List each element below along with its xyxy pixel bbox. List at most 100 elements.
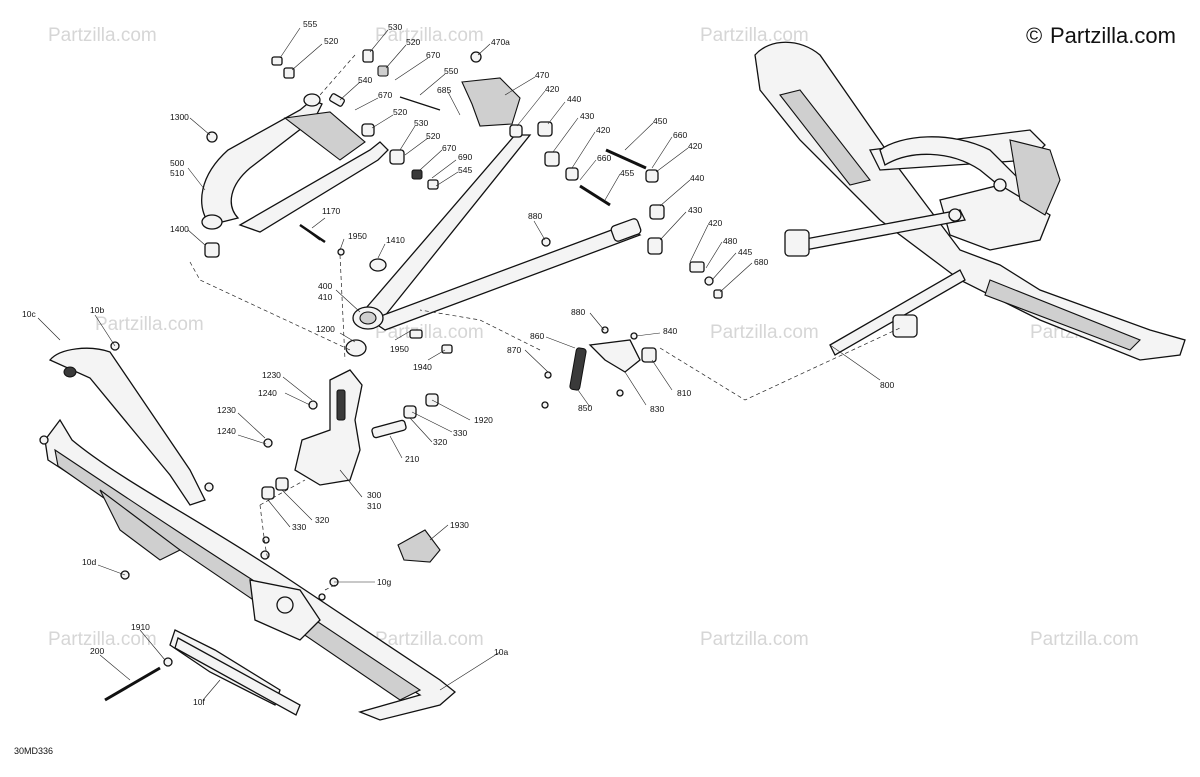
watermark-text: Partzilla.com xyxy=(95,314,204,335)
watermark-text: Partzilla.com xyxy=(375,322,484,343)
callout-210: 210 xyxy=(405,454,419,464)
callout-300: 300 xyxy=(367,490,381,500)
steering-arm xyxy=(541,326,657,409)
callout-430: 430 xyxy=(688,205,702,215)
callout-410: 410 xyxy=(318,292,332,302)
callout-1230: 1230 xyxy=(262,370,281,380)
watermark-text: Partzilla.com xyxy=(700,25,809,46)
callout-530: 530 xyxy=(388,22,402,32)
callout-455: 455 xyxy=(620,168,634,178)
callout-870: 870 xyxy=(507,345,521,355)
callout-800: 800 xyxy=(880,380,894,390)
callout-440: 440 xyxy=(690,173,704,183)
callout-320: 320 xyxy=(315,515,329,525)
callout-520: 520 xyxy=(393,107,407,117)
brand-logo: © Partzilla.com xyxy=(1026,23,1176,48)
callout-330: 330 xyxy=(453,428,467,438)
brand-name: Partzilla.com xyxy=(1050,23,1176,48)
callout-420: 420 xyxy=(545,84,559,94)
right-ski-assembly xyxy=(754,41,1186,361)
watermark-text: Partzilla.com xyxy=(375,629,484,650)
callout-1950: 1950 xyxy=(390,344,409,354)
watermark-text: Partzilla.com xyxy=(375,25,484,46)
callout-1950: 1950 xyxy=(348,231,367,241)
callout-670: 670 xyxy=(378,90,392,100)
callout-445: 445 xyxy=(738,247,752,257)
callout-520: 520 xyxy=(324,36,338,46)
callout-330: 330 xyxy=(292,522,306,532)
copyright-symbol: © xyxy=(1026,23,1042,48)
bracket-470 xyxy=(461,51,521,127)
diagram-reference-code: 30MD336 xyxy=(14,746,53,756)
callout-10a: 10a xyxy=(494,647,508,657)
hardware-parts xyxy=(204,49,723,357)
callout-880: 880 xyxy=(571,307,585,317)
callout-690: 690 xyxy=(458,152,472,162)
callout-480: 480 xyxy=(723,236,737,246)
upper-a-arm xyxy=(201,93,389,233)
callout-670: 670 xyxy=(442,143,456,153)
callout-labels: 555 520 530 520 670 550 540 670 520 530 … xyxy=(22,19,894,707)
callout-1940: 1940 xyxy=(413,362,432,372)
callout-555: 555 xyxy=(303,19,317,29)
spindle-300 xyxy=(261,369,439,500)
callout-520: 520 xyxy=(406,37,420,47)
callout-10c: 10c xyxy=(22,309,36,319)
callout-1910: 1910 xyxy=(131,622,150,632)
callout-530: 530 xyxy=(414,118,428,128)
callout-880: 880 xyxy=(528,211,542,221)
callout-810: 810 xyxy=(677,388,691,398)
callout-840: 840 xyxy=(663,326,677,336)
callout-450: 450 xyxy=(653,116,667,126)
callout-1930: 1930 xyxy=(450,520,469,530)
callout-540: 540 xyxy=(358,75,372,85)
callout-10d: 10d xyxy=(82,557,96,567)
callout-510: 510 xyxy=(170,168,184,178)
callout-1400: 1400 xyxy=(170,224,189,234)
callout-550: 550 xyxy=(444,66,458,76)
callout-520: 520 xyxy=(426,131,440,141)
callout-1230: 1230 xyxy=(217,405,236,415)
watermark-text: Partzilla.com xyxy=(48,629,157,650)
part-1930 xyxy=(397,529,441,563)
callout-685: 685 xyxy=(437,85,451,95)
callout-470a: 470a xyxy=(491,37,510,47)
watermark-text: Partzilla.com xyxy=(710,322,819,343)
callout-860: 860 xyxy=(530,331,544,341)
watermark-text: Partzilla.com xyxy=(1030,629,1139,650)
callout-400: 400 xyxy=(318,281,332,291)
callout-1200: 1200 xyxy=(316,324,335,334)
watermark-text: Partzilla.com xyxy=(700,629,809,650)
callout-430: 430 xyxy=(580,111,594,121)
callout-1410: 1410 xyxy=(386,235,405,245)
callout-1170: 1170 xyxy=(322,206,341,216)
callout-10g: 10g xyxy=(377,577,391,587)
callout-500: 500 xyxy=(170,158,184,168)
watermark-text: Partzilla.com xyxy=(48,25,157,46)
callout-420: 420 xyxy=(596,125,610,135)
callout-1240: 1240 xyxy=(258,388,277,398)
callout-850: 850 xyxy=(578,403,592,413)
callout-660: 660 xyxy=(597,153,611,163)
callout-545: 545 xyxy=(458,165,472,175)
callout-1920: 1920 xyxy=(474,415,493,425)
lower-a-arm xyxy=(352,134,642,331)
callout-10f: 10f xyxy=(193,697,205,707)
callout-1240: 1240 xyxy=(217,426,236,436)
callout-310: 310 xyxy=(367,501,381,511)
callout-10b: 10b xyxy=(90,305,104,315)
left-ski xyxy=(39,341,457,721)
assembly-lines xyxy=(189,54,901,591)
callout-440: 440 xyxy=(567,94,581,104)
callout-660: 660 xyxy=(673,130,687,140)
callout-420: 420 xyxy=(708,218,722,228)
callout-420: 420 xyxy=(688,141,702,151)
callout-200: 200 xyxy=(90,646,104,656)
callout-320: 320 xyxy=(433,437,447,447)
leader-lines xyxy=(37,27,881,701)
callout-670: 670 xyxy=(426,50,440,60)
callout-680: 680 xyxy=(754,257,768,267)
callout-830: 830 xyxy=(650,404,664,414)
callout-1300: 1300 xyxy=(170,112,189,122)
